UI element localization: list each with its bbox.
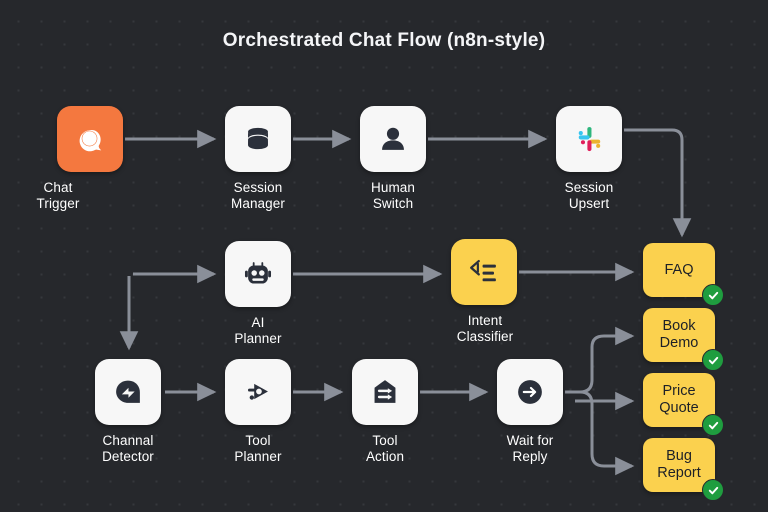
node-tool-planner[interactable] [225, 359, 291, 425]
node-session-manager[interactable] [225, 106, 291, 172]
caption-chat-trigger: Chat Trigger [36, 180, 80, 211]
arrow-circle-right-icon [518, 380, 542, 404]
node-session-upsert[interactable] [556, 106, 622, 172]
node-chat-trigger[interactable] [57, 106, 123, 172]
plug-arrow-icon [248, 383, 268, 400]
edge-upsert-to-faq [624, 128, 692, 238]
caption-channal-detector: Channal Detector [102, 433, 154, 464]
channel-tag-icon [116, 380, 140, 403]
outcome-faq[interactable]: FAQ [643, 243, 724, 306]
check-badge-icon [702, 284, 724, 306]
caption-tool-action: Tool Action [365, 433, 405, 464]
outcome-book-demo-label: Book Demo [659, 318, 699, 351]
chat-bubble-icon [79, 129, 102, 152]
outcome-bug-report[interactable]: Bug Report [643, 438, 724, 501]
node-intent-classifier[interactable] [451, 239, 517, 305]
database-icon [248, 127, 268, 150]
caption-ai-planner: AI Planner [234, 315, 282, 346]
edge-wait-to-bugreport [565, 390, 635, 476]
outcome-book-demo[interactable]: Book Demo [643, 308, 724, 371]
node-ai-planner[interactable] [225, 241, 291, 307]
check-badge-icon [702, 349, 724, 371]
slack-icon [578, 127, 601, 152]
caption-wait-for-reply: Wait for Reply [506, 433, 554, 464]
outcome-bug-report-label: Bug Report [657, 448, 701, 481]
outcome-price-quote[interactable]: Price Quote [643, 373, 724, 436]
node-human-switch[interactable] [360, 106, 426, 172]
caption-session-manager: Session Manager [231, 180, 285, 211]
check-badge-icon [702, 414, 724, 436]
house-arrows-icon [374, 380, 396, 403]
outcome-faq-label: FAQ [664, 261, 694, 278]
person-icon [382, 127, 404, 150]
page-title: Orchestrated Chat Flow (n8n-style) [222, 30, 546, 51]
node-wait-for-reply[interactable] [497, 359, 563, 425]
robot-icon [244, 262, 272, 284]
node-channal-detector[interactable] [95, 359, 161, 425]
filter-list-icon [470, 259, 496, 282]
node-tool-action[interactable] [352, 359, 418, 425]
caption-session-upsert: Session Upsert [564, 180, 614, 211]
caption-tool-planner: Tool Planner [234, 433, 282, 464]
outcome-price-quote-label: Price Quote [659, 383, 699, 416]
caption-intent-classifier: Intent Classifier [456, 313, 514, 344]
check-badge-icon [702, 479, 724, 501]
caption-human-switch: Human Switch [370, 180, 416, 211]
edge-wait-to-bookdemo [565, 326, 635, 394]
